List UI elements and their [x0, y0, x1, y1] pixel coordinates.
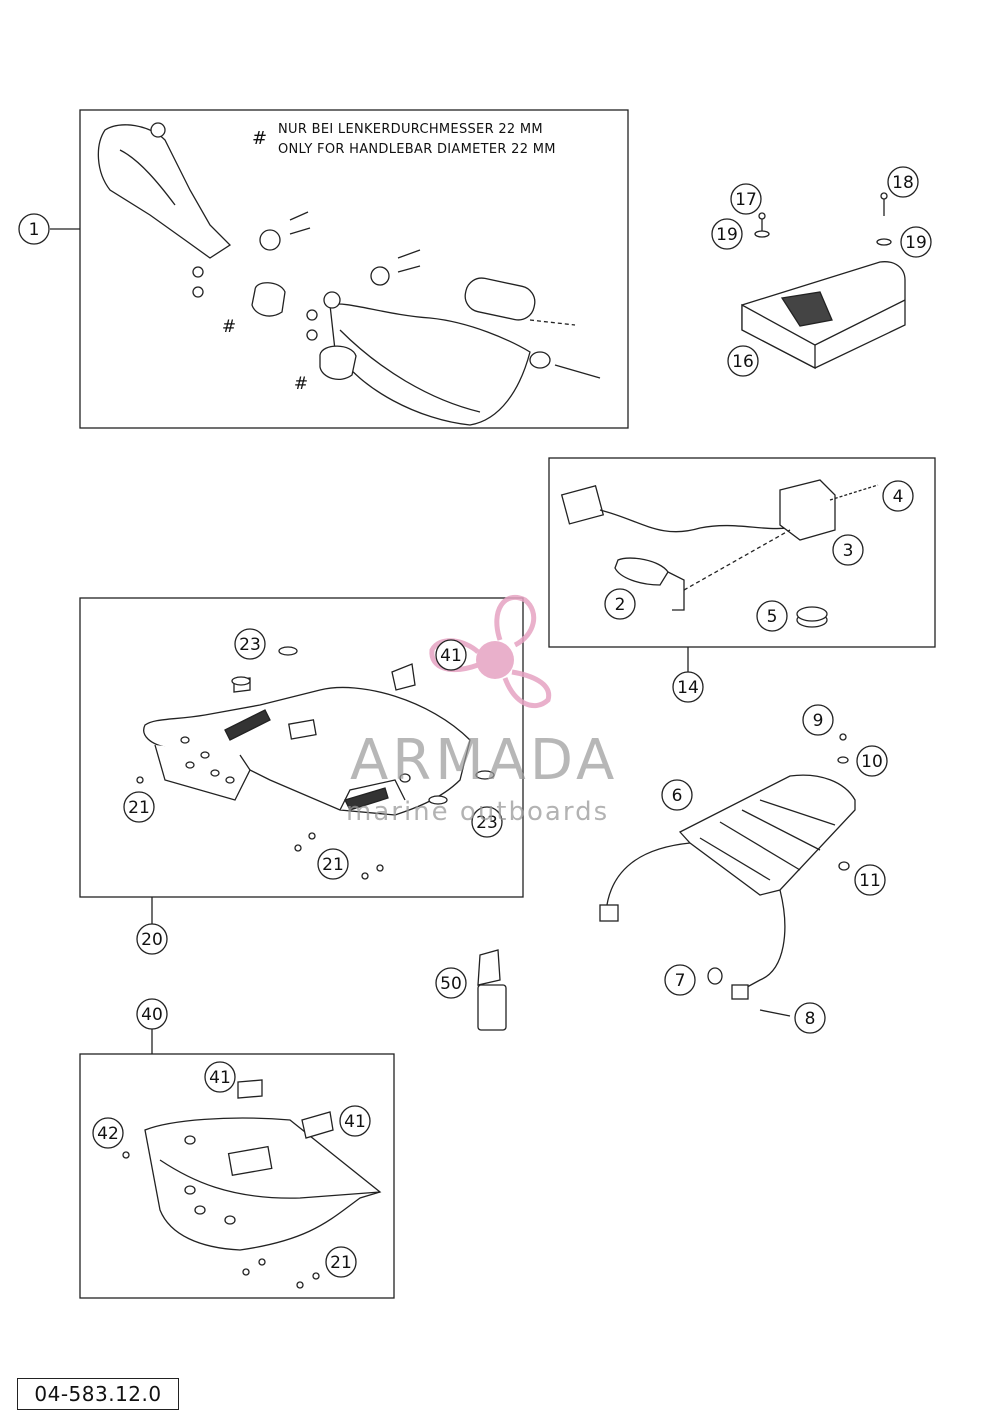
hand-guard-illustration [97, 122, 601, 426]
group-frame-skidplate-40 [79, 1053, 395, 1299]
callout-label-6: 6 [672, 786, 683, 806]
callout-label-41a: 41 [440, 646, 462, 666]
group-frame-skidplate [79, 597, 524, 898]
callout-label-21a: 21 [128, 798, 150, 818]
callout-1 [18, 213, 50, 245]
callout-9 [802, 704, 834, 736]
callout-bubbles [18, 166, 932, 1278]
wiring-harness-illustration [560, 479, 879, 628]
callout-21c [325, 1246, 357, 1278]
luggage-rack-illustration [599, 733, 856, 1017]
callout-7 [664, 964, 696, 996]
callout-label-7: 7 [675, 971, 686, 991]
watermark-subtitle: marine outboards [346, 797, 610, 827]
callout-label-19a: 19 [716, 225, 738, 245]
callout-label-20: 20 [141, 930, 163, 950]
callout-19b [900, 226, 932, 258]
callout-19a [711, 218, 743, 250]
callout-21b [317, 848, 349, 880]
callout-4 [882, 480, 914, 512]
callout-10 [856, 745, 888, 777]
callout-41a [435, 639, 467, 671]
seat-cushion-illustration [741, 192, 906, 370]
callout-label-42: 42 [97, 1124, 119, 1144]
callout-18 [887, 166, 919, 198]
callout-label-50: 50 [440, 974, 462, 994]
callout-23a [234, 628, 266, 660]
callout-label-23b: 23 [476, 813, 498, 833]
callout-label-21b: 21 [322, 855, 344, 875]
callout-23b [471, 806, 503, 838]
callout-label-1: 1 [29, 220, 40, 240]
document-number: 04-583.12.0 [17, 1378, 179, 1410]
group-frame-wiring [548, 457, 936, 648]
callout-6 [661, 779, 693, 811]
callout-8 [794, 1002, 826, 1034]
callout-label-41b: 41 [209, 1068, 231, 1088]
group-frame-handguards [79, 109, 629, 429]
callout-17 [730, 183, 762, 215]
callout-label-5: 5 [767, 607, 778, 627]
callout-5 [756, 600, 788, 632]
callout-label-11: 11 [859, 871, 881, 891]
callout-11 [854, 864, 886, 896]
callout-label-8: 8 [805, 1009, 816, 1029]
callout-label-14: 14 [677, 678, 699, 698]
callout-42 [92, 1117, 124, 1149]
callout-14 [672, 671, 704, 703]
skid-plate-40-illustration [122, 1079, 382, 1289]
callout-16 [727, 345, 759, 377]
callout-label-40: 40 [141, 1005, 163, 1025]
callout-41b [204, 1061, 236, 1093]
callout-2 [604, 588, 636, 620]
callout-label-21c: 21 [330, 1253, 352, 1273]
note-line-english: ONLY FOR HANDLEBAR DIAMETER 22 MM [278, 142, 556, 157]
hash-mark-right: # [294, 374, 308, 394]
callout-label-23a: 23 [239, 635, 261, 655]
callout-50 [435, 967, 467, 999]
callout-label-18: 18 [892, 173, 914, 193]
watermark-title: ARMADA [350, 728, 619, 793]
callout-3 [832, 534, 864, 566]
callout-20 [136, 923, 168, 955]
callout-label-3: 3 [843, 541, 854, 561]
callout-41c [339, 1105, 371, 1137]
callout-label-4: 4 [893, 487, 904, 507]
grease-tube-illustration [477, 949, 507, 1031]
callout-label-9: 9 [813, 711, 824, 731]
skid-plate-illustration [136, 646, 495, 880]
note-hash-symbol: # [252, 128, 268, 149]
callout-label-16: 16 [732, 352, 754, 372]
callout-label-10: 10 [861, 752, 883, 772]
callout-40 [136, 998, 168, 1030]
callout-label-41c: 41 [344, 1112, 366, 1132]
hash-mark-left: # [222, 317, 236, 337]
callout-label-17: 17 [735, 190, 757, 210]
callout-label-2: 2 [615, 595, 626, 615]
note-line-german: NUR BEI LENKERDURCHMESSER 22 MM [278, 122, 543, 137]
callout-21a [123, 791, 155, 823]
callout-label-19b: 19 [905, 233, 927, 253]
